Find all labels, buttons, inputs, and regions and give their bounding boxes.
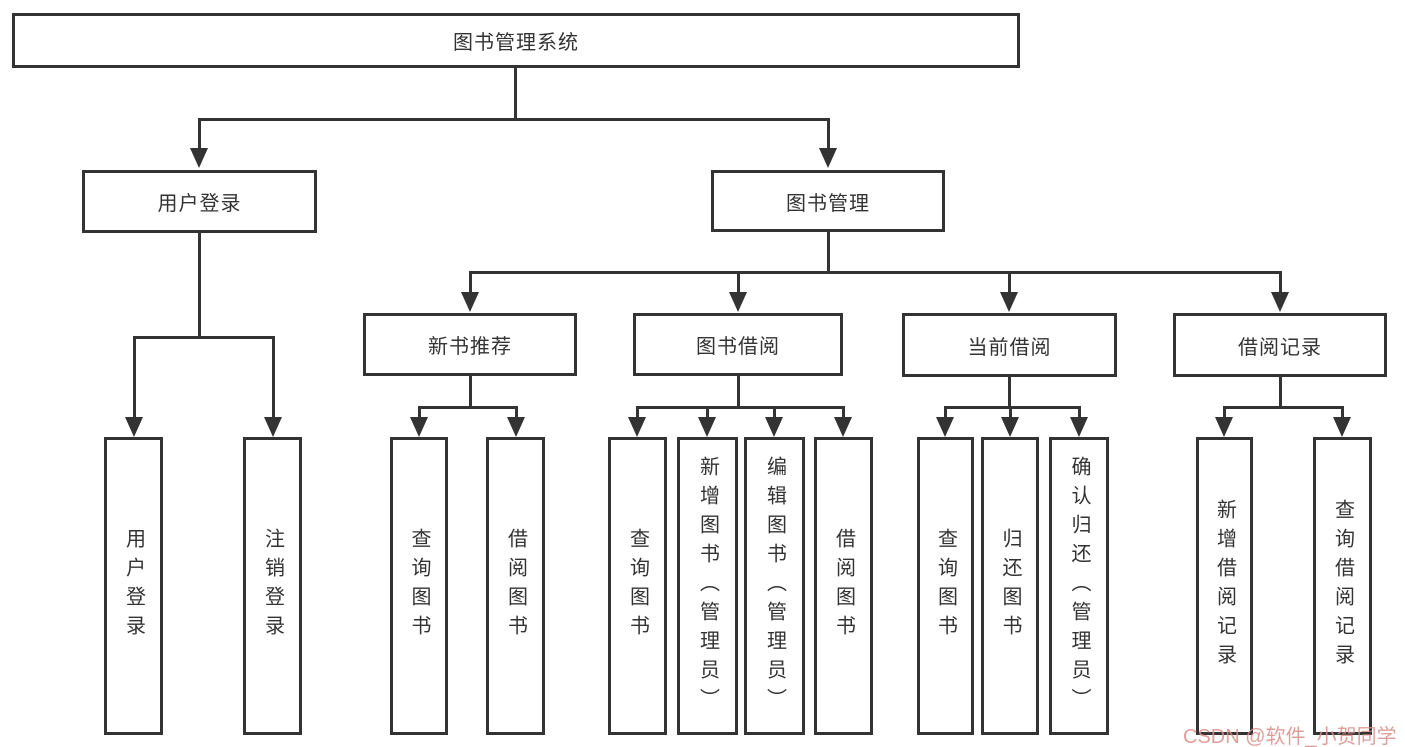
node-label: 图书管理 [786,192,870,215]
connector-line [469,271,472,295]
connector-line [469,271,1280,274]
connector-line [737,376,740,409]
connector-line [1009,406,1012,419]
arrow-down-icon [507,417,525,437]
leaf-edit-books-admin: 编辑图书（管理员） [744,437,805,735]
leaf-query-books-current: 查询图书 [917,437,974,735]
node-label: 借阅记录 [1238,336,1322,359]
leaf-label: 用户登录 [122,528,145,644]
leaf-label: 查询图书 [408,528,430,644]
node-label: 新书推荐 [428,336,512,358]
node-borrowing-records: 借阅记录 [1173,313,1387,377]
arrow-down-icon [1000,292,1018,312]
node-label: 图书借阅 [696,336,780,358]
connector-line [418,406,517,409]
connector-line [944,406,947,419]
arrow-down-icon [1215,417,1233,437]
node-label: 图书管理系统 [453,32,579,54]
csdn-watermark: CSDN @软件_小贺同学 [1183,726,1397,747]
connector-line [272,336,275,419]
connector-line [418,406,421,419]
leaf-query-borrow-record: 查询借阅记录 [1313,437,1372,735]
node-label: 用户登录 [157,193,242,215]
leaf-query-books-recommend: 查询图书 [390,437,448,735]
arrow-down-icon [125,417,143,437]
leaf-label: 新增借阅记录 [1213,499,1236,673]
arrow-down-icon [461,292,479,312]
arrow-down-icon [190,148,208,168]
connector-line [1341,406,1344,419]
leaf-borrow-books-recommend: 借阅图书 [486,437,545,735]
connector-line [842,406,845,419]
leaf-label: 借阅图书 [832,528,855,644]
leaf-add-books-admin: 新增图书（管理员） [677,437,738,735]
connector-line [773,406,776,419]
node-system-root: 图书管理系统 [12,13,1020,68]
connector-line [1078,406,1081,419]
connector-line [1008,271,1011,295]
connector-line [514,68,517,118]
leaf-label: 借阅图书 [504,528,527,644]
arrow-down-icon [1333,417,1351,437]
leaf-label: 编辑图书（管理员） [763,455,786,717]
leaf-label: 新增图书（管理员） [696,455,719,717]
connector-line [827,118,830,151]
leaf-return-books: 归还图书 [981,437,1039,735]
leaf-confirm-return-admin: 确认归还（管理员） [1049,437,1109,735]
leaf-label: 查询借阅记录 [1331,499,1354,673]
node-label: 当前借阅 [967,336,1052,359]
node-user-login: 用户登录 [82,170,317,233]
connector-line [515,406,518,419]
connector-line [1279,377,1282,409]
connector-line [1008,377,1011,409]
arrow-down-icon [264,417,282,437]
connector-line [198,118,201,151]
node-current-borrowing: 当前借阅 [902,313,1117,377]
leaf-label: 注销登录 [261,528,284,644]
arrow-down-icon [834,417,852,437]
leaf-add-borrow-record: 新增借阅记录 [1196,437,1253,735]
connector-line [706,406,709,419]
leaf-label: 确认归还（管理员） [1068,455,1090,717]
connector-line [737,271,740,295]
connector-line [1223,406,1343,409]
node-new-book-recommend: 新书推荐 [363,313,577,376]
connector-line [1279,271,1282,295]
arrow-down-icon [765,417,783,437]
arrow-down-icon [410,417,428,437]
connector-line [133,336,274,339]
connector-line [827,232,830,274]
connector-line [198,233,201,339]
leaf-label: 查询图书 [626,528,649,644]
arrow-down-icon [936,417,954,437]
connector-line [133,336,136,419]
arrow-down-icon [698,417,716,437]
arrow-down-icon [819,148,837,168]
leaf-label: 归还图书 [999,528,1021,644]
connector-line [636,406,639,419]
connector-line [198,118,830,121]
node-book-management: 图书管理 [711,170,945,232]
leaf-logout: 注销登录 [243,437,302,735]
leaf-label: 查询图书 [934,528,957,644]
arrow-down-icon [1271,292,1289,312]
arrow-down-icon [1001,417,1019,437]
arrow-down-icon [628,417,646,437]
leaf-query-books-borrowing: 查询图书 [608,437,667,735]
leaf-borrow-books-borrowing: 借阅图书 [814,437,873,735]
connector-line [469,376,472,409]
connector-line [636,406,844,409]
arrow-down-icon [1070,417,1088,437]
leaf-user-login: 用户登录 [104,437,163,735]
connector-line [1223,406,1226,419]
arrow-down-icon [729,292,747,312]
node-book-borrowing: 图书借阅 [633,313,843,376]
